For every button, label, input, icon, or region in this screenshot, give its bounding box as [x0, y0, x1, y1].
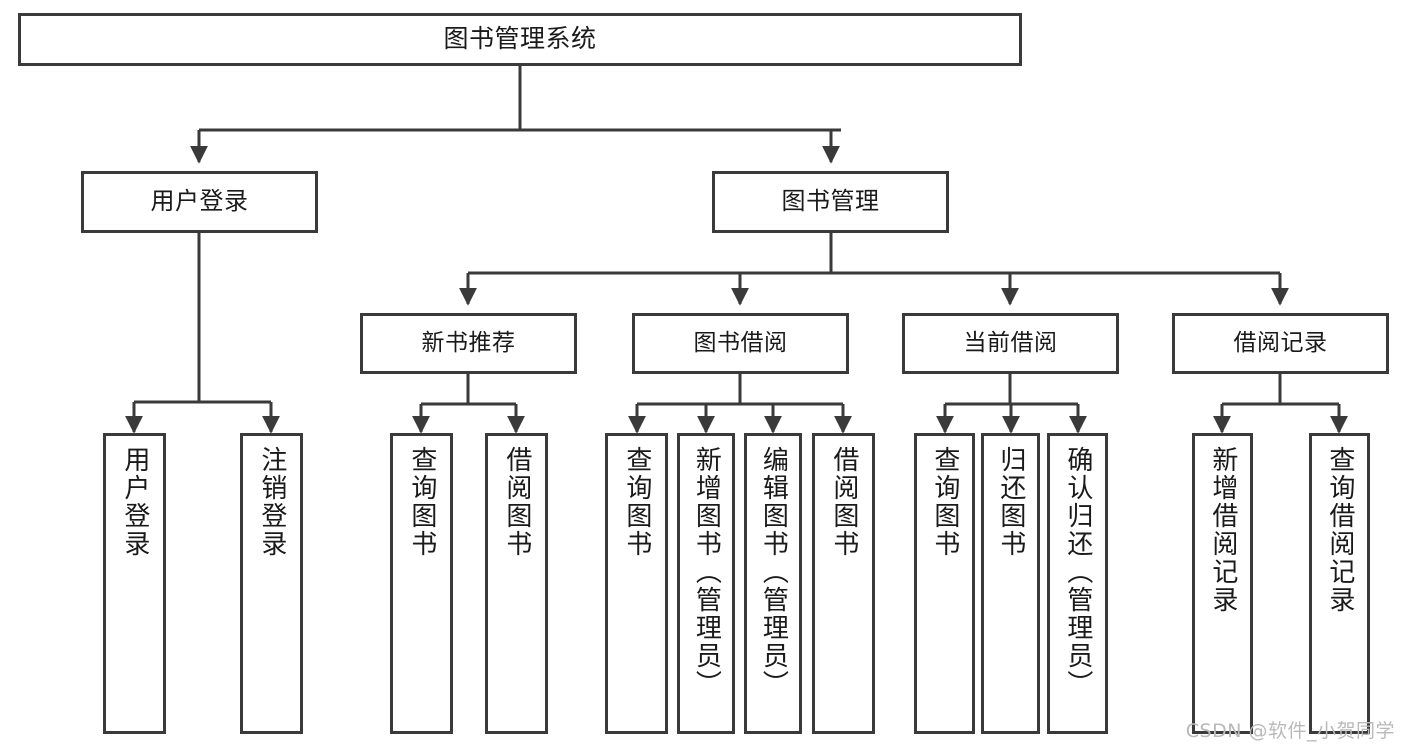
leaf-edit-book[interactable]: 编辑图书（管理员） — [744, 433, 802, 734]
node-borrow-record[interactable]: 借阅记录 — [1172, 313, 1389, 374]
leaf-query-record[interactable]: 查询借阅记录 — [1309, 433, 1370, 734]
node-new-book-recommend-label: 新书推荐 — [421, 330, 516, 357]
node-root[interactable]: 图书管理系统 — [18, 13, 1022, 66]
leaf-borrow-book-1-label: 借阅图书 — [501, 446, 532, 558]
leaf-query-book-3-label: 查询图书 — [929, 446, 960, 558]
leaf-query-record-label: 查询借阅记录 — [1324, 446, 1355, 614]
leaf-add-book-label: 新增图书（管理员） — [691, 446, 722, 698]
node-root-label: 图书管理系统 — [443, 24, 597, 54]
leaf-borrow-book-1[interactable]: 借阅图书 — [485, 433, 548, 734]
leaf-return-book-label: 归还图书 — [995, 446, 1026, 558]
node-book-borrow-label: 图书借阅 — [693, 330, 788, 357]
leaf-confirm-return-label: 确认归还（管理员） — [1062, 446, 1093, 698]
leaf-query-book-3[interactable]: 查询图书 — [914, 433, 975, 734]
leaf-user-login-label: 用户登录 — [119, 446, 150, 558]
node-new-book-recommend[interactable]: 新书推荐 — [360, 313, 577, 374]
leaf-logout-label: 注销登录 — [256, 446, 287, 558]
leaf-add-record[interactable]: 新增借阅记录 — [1192, 433, 1253, 734]
leaf-borrow-book-2-label: 借阅图书 — [828, 446, 859, 558]
leaf-logout[interactable]: 注销登录 — [240, 433, 303, 734]
node-book-manage[interactable]: 图书管理 — [712, 171, 949, 233]
leaf-query-book-2[interactable]: 查询图书 — [605, 433, 668, 734]
leaf-user-login[interactable]: 用户登录 — [103, 433, 166, 734]
node-book-manage-label: 图书管理 — [781, 187, 880, 216]
leaf-borrow-book-2[interactable]: 借阅图书 — [812, 433, 875, 734]
node-borrow-record-label: 借阅记录 — [1233, 330, 1328, 357]
leaf-add-record-label: 新增借阅记录 — [1207, 446, 1238, 614]
leaf-query-book-1-label: 查询图书 — [406, 446, 437, 558]
node-current-borrow[interactable]: 当前借阅 — [902, 313, 1119, 374]
leaf-confirm-return[interactable]: 确认归还（管理员） — [1047, 433, 1108, 734]
leaf-add-book[interactable]: 新增图书（管理员） — [677, 433, 735, 734]
node-current-borrow-label: 当前借阅 — [963, 330, 1058, 357]
node-user-login-label: 用户登录 — [150, 187, 249, 216]
leaf-query-book-2-label: 查询图书 — [621, 446, 652, 558]
watermark-text: CSDN @软件_小贺同学 — [1185, 720, 1395, 742]
node-user-login[interactable]: 用户登录 — [81, 171, 318, 233]
node-book-borrow[interactable]: 图书借阅 — [632, 313, 849, 374]
leaf-return-book[interactable]: 归还图书 — [981, 433, 1040, 734]
leaf-edit-book-label: 编辑图书（管理员） — [758, 446, 789, 698]
leaf-query-book-1[interactable]: 查询图书 — [390, 433, 453, 734]
